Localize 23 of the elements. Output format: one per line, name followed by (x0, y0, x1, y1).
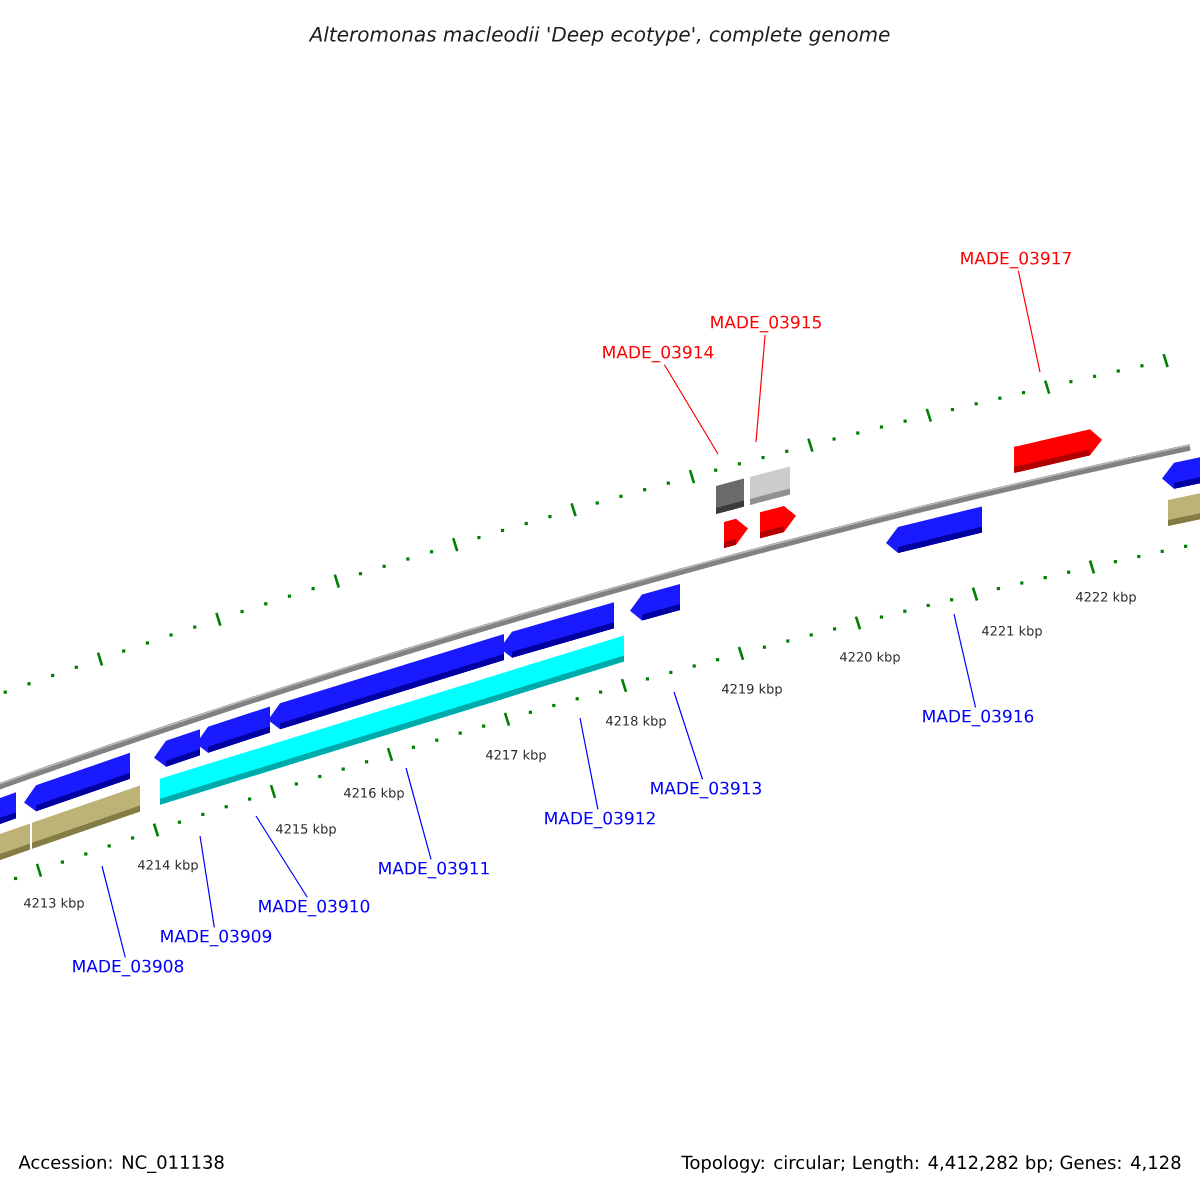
gene-label: MADE_03908 (73, 959, 184, 977)
gene-label: MADE_03909 (161, 929, 272, 947)
gene-label: MADE_03916 (923, 709, 1034, 727)
gene-label: MADE_03917 (961, 251, 1071, 269)
gene-label: MADE_03914 (603, 345, 714, 363)
leader-line (101, 865, 126, 958)
footer-text: Topology: circular; Length: 4,412,282 bp; Genes: 4,128 (681, 1155, 1181, 1173)
gene-label: MADE_03915 (711, 315, 821, 333)
leader-line (663, 364, 719, 455)
leader-line (755, 334, 766, 443)
leader-line (953, 613, 977, 708)
title: Alteromonas macleodii 'Deep ecotype', complete genome (308, 26, 890, 46)
leader-line (1017, 270, 1041, 373)
leader-line (673, 691, 704, 780)
gene-label: MADE_03912 (545, 811, 655, 829)
gene-label: MADE_03911 (379, 861, 489, 879)
leader-line (579, 717, 599, 810)
leader-line (405, 767, 432, 860)
gene-label: MADE_03913 (651, 781, 761, 799)
leader-line (255, 815, 308, 898)
footer-text: Accession: NC_011138 (18, 1155, 224, 1173)
leader-line (199, 835, 215, 928)
gene-label: MADE_03910 (259, 899, 370, 917)
